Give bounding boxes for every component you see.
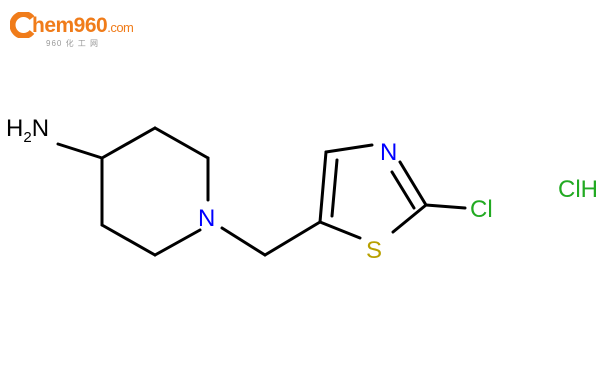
- logo-brand-suffix: .com: [107, 20, 134, 35]
- bonds: [56, 126, 467, 257]
- bond-c5-c4t-double: [330, 158, 339, 218]
- bond-n3-c2-double: [390, 170, 416, 210]
- piperidine-nitrogen-label: N: [198, 205, 215, 232]
- bond-s-c5: [318, 220, 362, 240]
- logo-brand: hem960.com: [32, 14, 134, 38]
- logo-tagline: 960 化 工 网: [46, 39, 100, 48]
- bond-c3-c2: [153, 126, 210, 160]
- logo-c-icon: [10, 12, 35, 38]
- bond-amine-c4: [56, 142, 104, 160]
- bond-c4t-n3: [324, 143, 374, 154]
- sulfur-label: S: [366, 237, 382, 264]
- amine-label: H2N: [6, 115, 49, 146]
- bond-n3-c2: [398, 160, 428, 207]
- bond-c2-s: [391, 203, 428, 234]
- bond-c5-c4t: [318, 150, 328, 224]
- chlorine-label: Cl: [470, 196, 493, 223]
- thiazole-nitrogen-label: N: [380, 139, 397, 166]
- bond-n1-c6: [153, 228, 202, 257]
- bond-c4-c3: [100, 126, 157, 160]
- chem960-logo[interactable]: hem960.com 960 化 工 网: [10, 10, 160, 50]
- hcl-salt-label: ClH: [558, 176, 598, 203]
- bond-n1-ch2: [220, 226, 267, 257]
- logo-brand-text: hem960: [32, 14, 108, 37]
- bond-c2-cl: [424, 203, 467, 210]
- bond-ch2-c5: [263, 220, 322, 257]
- bond-c6-c5: [100, 223, 157, 257]
